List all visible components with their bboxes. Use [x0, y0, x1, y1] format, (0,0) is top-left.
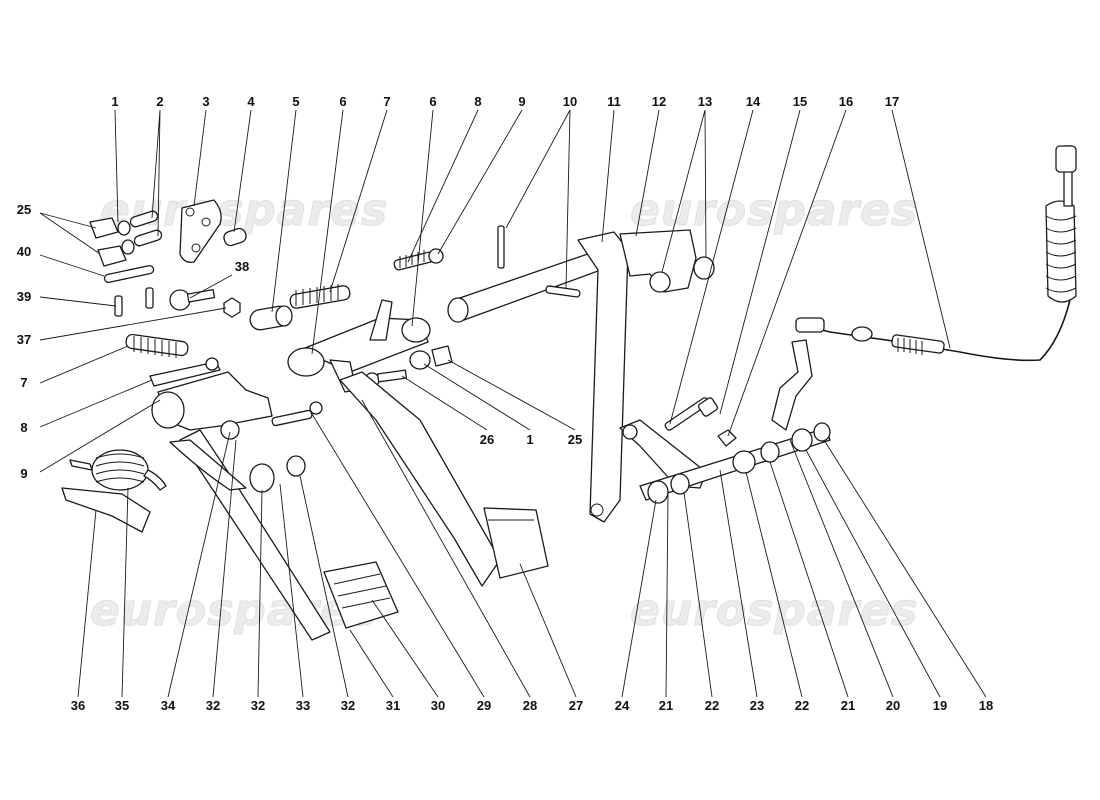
callout-18: 18	[979, 698, 993, 713]
roll-pin-39b	[145, 287, 154, 309]
callout-40: 40	[17, 244, 31, 259]
watermark-top-left: eurospares	[100, 185, 388, 236]
pin-40	[103, 264, 155, 284]
callout-6-upper-left: 6	[339, 94, 346, 109]
brake-pedal-bracket	[149, 357, 399, 641]
bushings-2	[117, 210, 163, 255]
linkage-bracket	[619, 397, 737, 489]
callout-16: 16	[839, 94, 853, 109]
callout-19: 19	[933, 698, 947, 713]
callout-6-upper-right: 6	[429, 94, 436, 109]
linkage-shaft	[639, 422, 831, 504]
spring-7-upper	[289, 284, 351, 309]
callout-31: 31	[386, 698, 400, 713]
callout-15: 15	[793, 94, 807, 109]
callout-7-lower: 7	[20, 375, 27, 390]
callout-24: 24	[615, 698, 630, 713]
link-plate-3	[179, 199, 222, 263]
callout-17: 17	[885, 94, 899, 109]
return-spring-35	[69, 449, 167, 491]
accelerator-pedal-11	[577, 231, 629, 523]
clip-25-right	[431, 345, 453, 367]
lever-20	[771, 339, 813, 431]
callout-33: 33	[296, 698, 310, 713]
callout-2: 2	[156, 94, 163, 109]
callout-5: 5	[292, 94, 299, 109]
spring-8	[393, 250, 435, 271]
bushing-4	[223, 227, 247, 247]
callout-21-a: 21	[659, 698, 673, 713]
callout-29: 29	[477, 698, 491, 713]
callout-28: 28	[523, 698, 537, 713]
spring-7-lower	[125, 333, 189, 358]
leader-lines	[39, 109, 987, 698]
pivot-housing-6	[287, 299, 431, 393]
callout-9-lower: 9	[20, 466, 27, 481]
callout-22-a: 22	[705, 698, 719, 713]
pedal-arm-28	[339, 371, 549, 587]
callout-3: 3	[202, 94, 209, 109]
callout-20: 20	[886, 698, 900, 713]
callout-27: 27	[569, 698, 583, 713]
callout-7-upper: 7	[383, 94, 390, 109]
nut-9	[428, 248, 444, 264]
callout-32-c: 32	[341, 698, 355, 713]
callout-14: 14	[746, 94, 761, 109]
callout-11: 11	[607, 94, 621, 109]
clip-25	[89, 217, 127, 267]
throttle-cable-17	[795, 145, 1077, 362]
callout-35: 35	[115, 698, 129, 713]
bolt-38	[169, 288, 216, 311]
callout-9-upper: 9	[518, 94, 525, 109]
callout-26: 26	[480, 432, 494, 447]
callout-39: 39	[17, 289, 31, 304]
callout-25-left: 25	[17, 202, 31, 217]
callout-21-b: 21	[841, 698, 855, 713]
callout-38: 38	[235, 259, 249, 274]
callout-1: 1	[111, 94, 118, 109]
callout-32-a: 32	[206, 698, 220, 713]
callout-30: 30	[431, 698, 445, 713]
roll-pin-39a	[114, 295, 123, 317]
callout-1-middle: 1	[526, 432, 533, 447]
parts-drawing	[61, 145, 1077, 641]
callout-22-b: 22	[795, 698, 809, 713]
callout-23: 23	[750, 698, 764, 713]
callout-8-upper: 8	[474, 94, 481, 109]
callout-labels: 1 2 3 4 5 6 7 6 8 9 10 11 12 13 14 15 16…	[17, 94, 993, 713]
callout-4: 4	[247, 94, 255, 109]
watermark-bottom-right: eurospares	[630, 585, 918, 636]
nut-37	[223, 297, 241, 318]
callout-8-lower: 8	[20, 420, 27, 435]
callout-12: 12	[652, 94, 666, 109]
callout-37: 37	[17, 332, 31, 347]
callout-25-middle: 25	[568, 432, 582, 447]
callout-13: 13	[698, 94, 712, 109]
callout-32-b: 32	[251, 698, 265, 713]
bushing-5	[249, 305, 293, 331]
bracket-12-13	[619, 229, 715, 293]
bracket-36	[61, 487, 151, 533]
callout-36: 36	[71, 698, 85, 713]
callout-34: 34	[161, 698, 176, 713]
callout-10: 10	[563, 94, 577, 109]
